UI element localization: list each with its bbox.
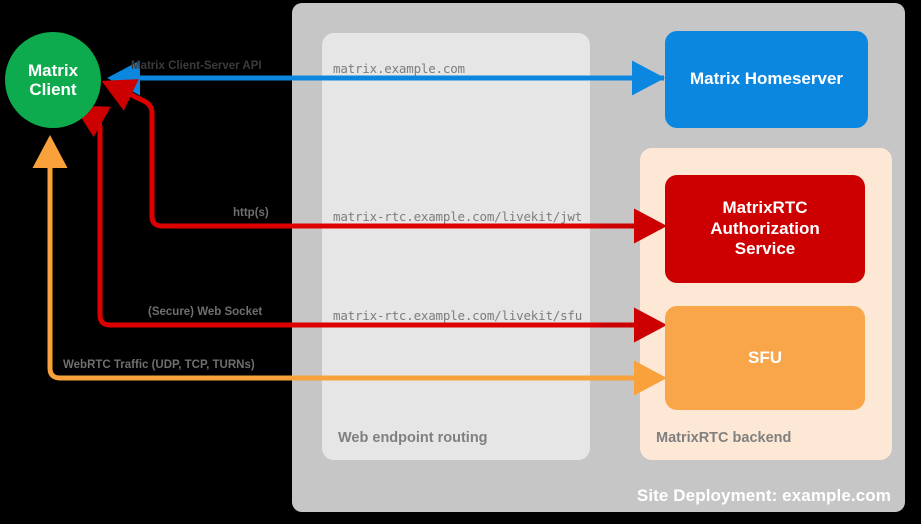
auth-service-label-line3: Service <box>734 239 796 259</box>
flow-protocol-label-https: http(s) <box>233 207 269 219</box>
flow-endpoint-label-livekit-sfu: matrix-rtc.example.com/livekit/sfu <box>333 308 583 323</box>
sfu-label: SFU <box>748 347 782 367</box>
matrix-client-label-line2: Client <box>29 80 77 99</box>
flow-protocol-label-websocket: (Secure) Web Socket <box>148 306 263 318</box>
node-matrix-homeserver[interactable]: Matrix Homeserver <box>665 31 868 128</box>
flow-protocol-label-matrix-cs-api: Matrix Client-Server API <box>131 60 262 72</box>
auth-service-label-line2: Authorization <box>710 218 820 238</box>
matrix-client-label-line1: Matrix <box>27 60 79 80</box>
node-matrixrtc-authorization-service[interactable]: MatrixRTC Authorization Service <box>665 175 865 283</box>
web-endpoint-routing-container: Web endpoint routing <box>322 33 590 460</box>
site-deployment-label: Site Deployment: example.com <box>636 486 891 505</box>
node-sfu[interactable]: SFU <box>665 306 865 410</box>
matrixrtc-backend-label: MatrixRTC backend <box>656 430 792 446</box>
web-endpoint-routing-label: Web endpoint routing <box>338 430 488 446</box>
node-matrix-client[interactable]: Matrix Client <box>5 32 101 128</box>
matrix-homeserver-label: Matrix Homeserver <box>689 69 844 89</box>
flow-protocol-label-webrtc: WebRTC Traffic (UDP, TCP, TURNs) <box>63 359 255 371</box>
flow-endpoint-label-matrix-example-com: matrix.example.com <box>333 61 465 76</box>
flow-endpoint-label-livekit-jwt: matrix-rtc.example.com/livekit/jwt <box>333 209 583 224</box>
auth-service-label-line1: MatrixRTC <box>722 197 808 217</box>
